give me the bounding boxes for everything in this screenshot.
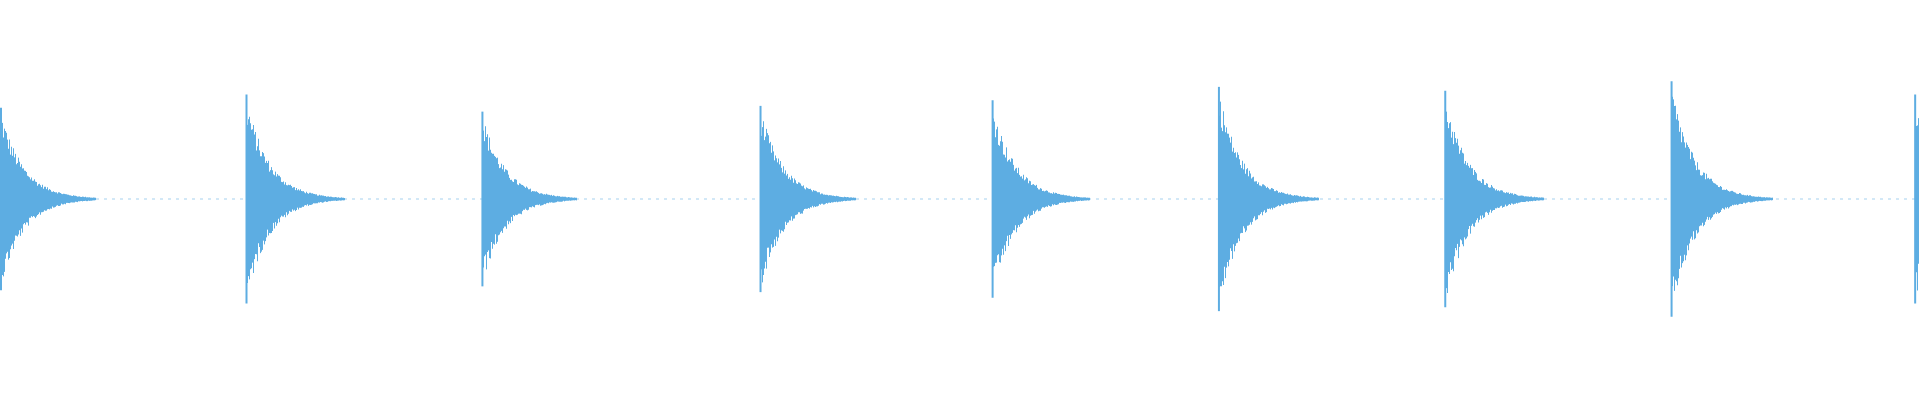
waveform-envelope-path: [0, 96, 1919, 293]
waveform-samples: [0, 96, 1919, 293]
